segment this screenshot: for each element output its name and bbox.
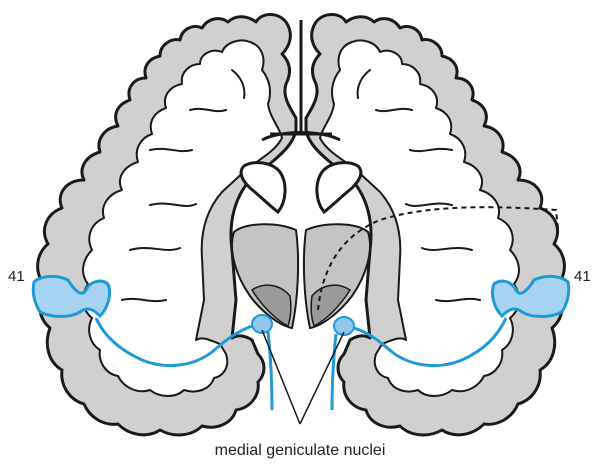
thalamus [232, 224, 370, 328]
right-lateral-lemniscus [332, 334, 336, 410]
caption-medial-geniculate-nuclei: medial geniculate nuclei [215, 442, 386, 459]
label-area-41-right: 41 [574, 268, 591, 285]
left-lateral-ventricle [241, 163, 285, 212]
left-lateral-lemniscus [268, 332, 272, 410]
right-lateral-ventricle [317, 163, 361, 212]
label-area-41-left: 41 [8, 268, 25, 285]
